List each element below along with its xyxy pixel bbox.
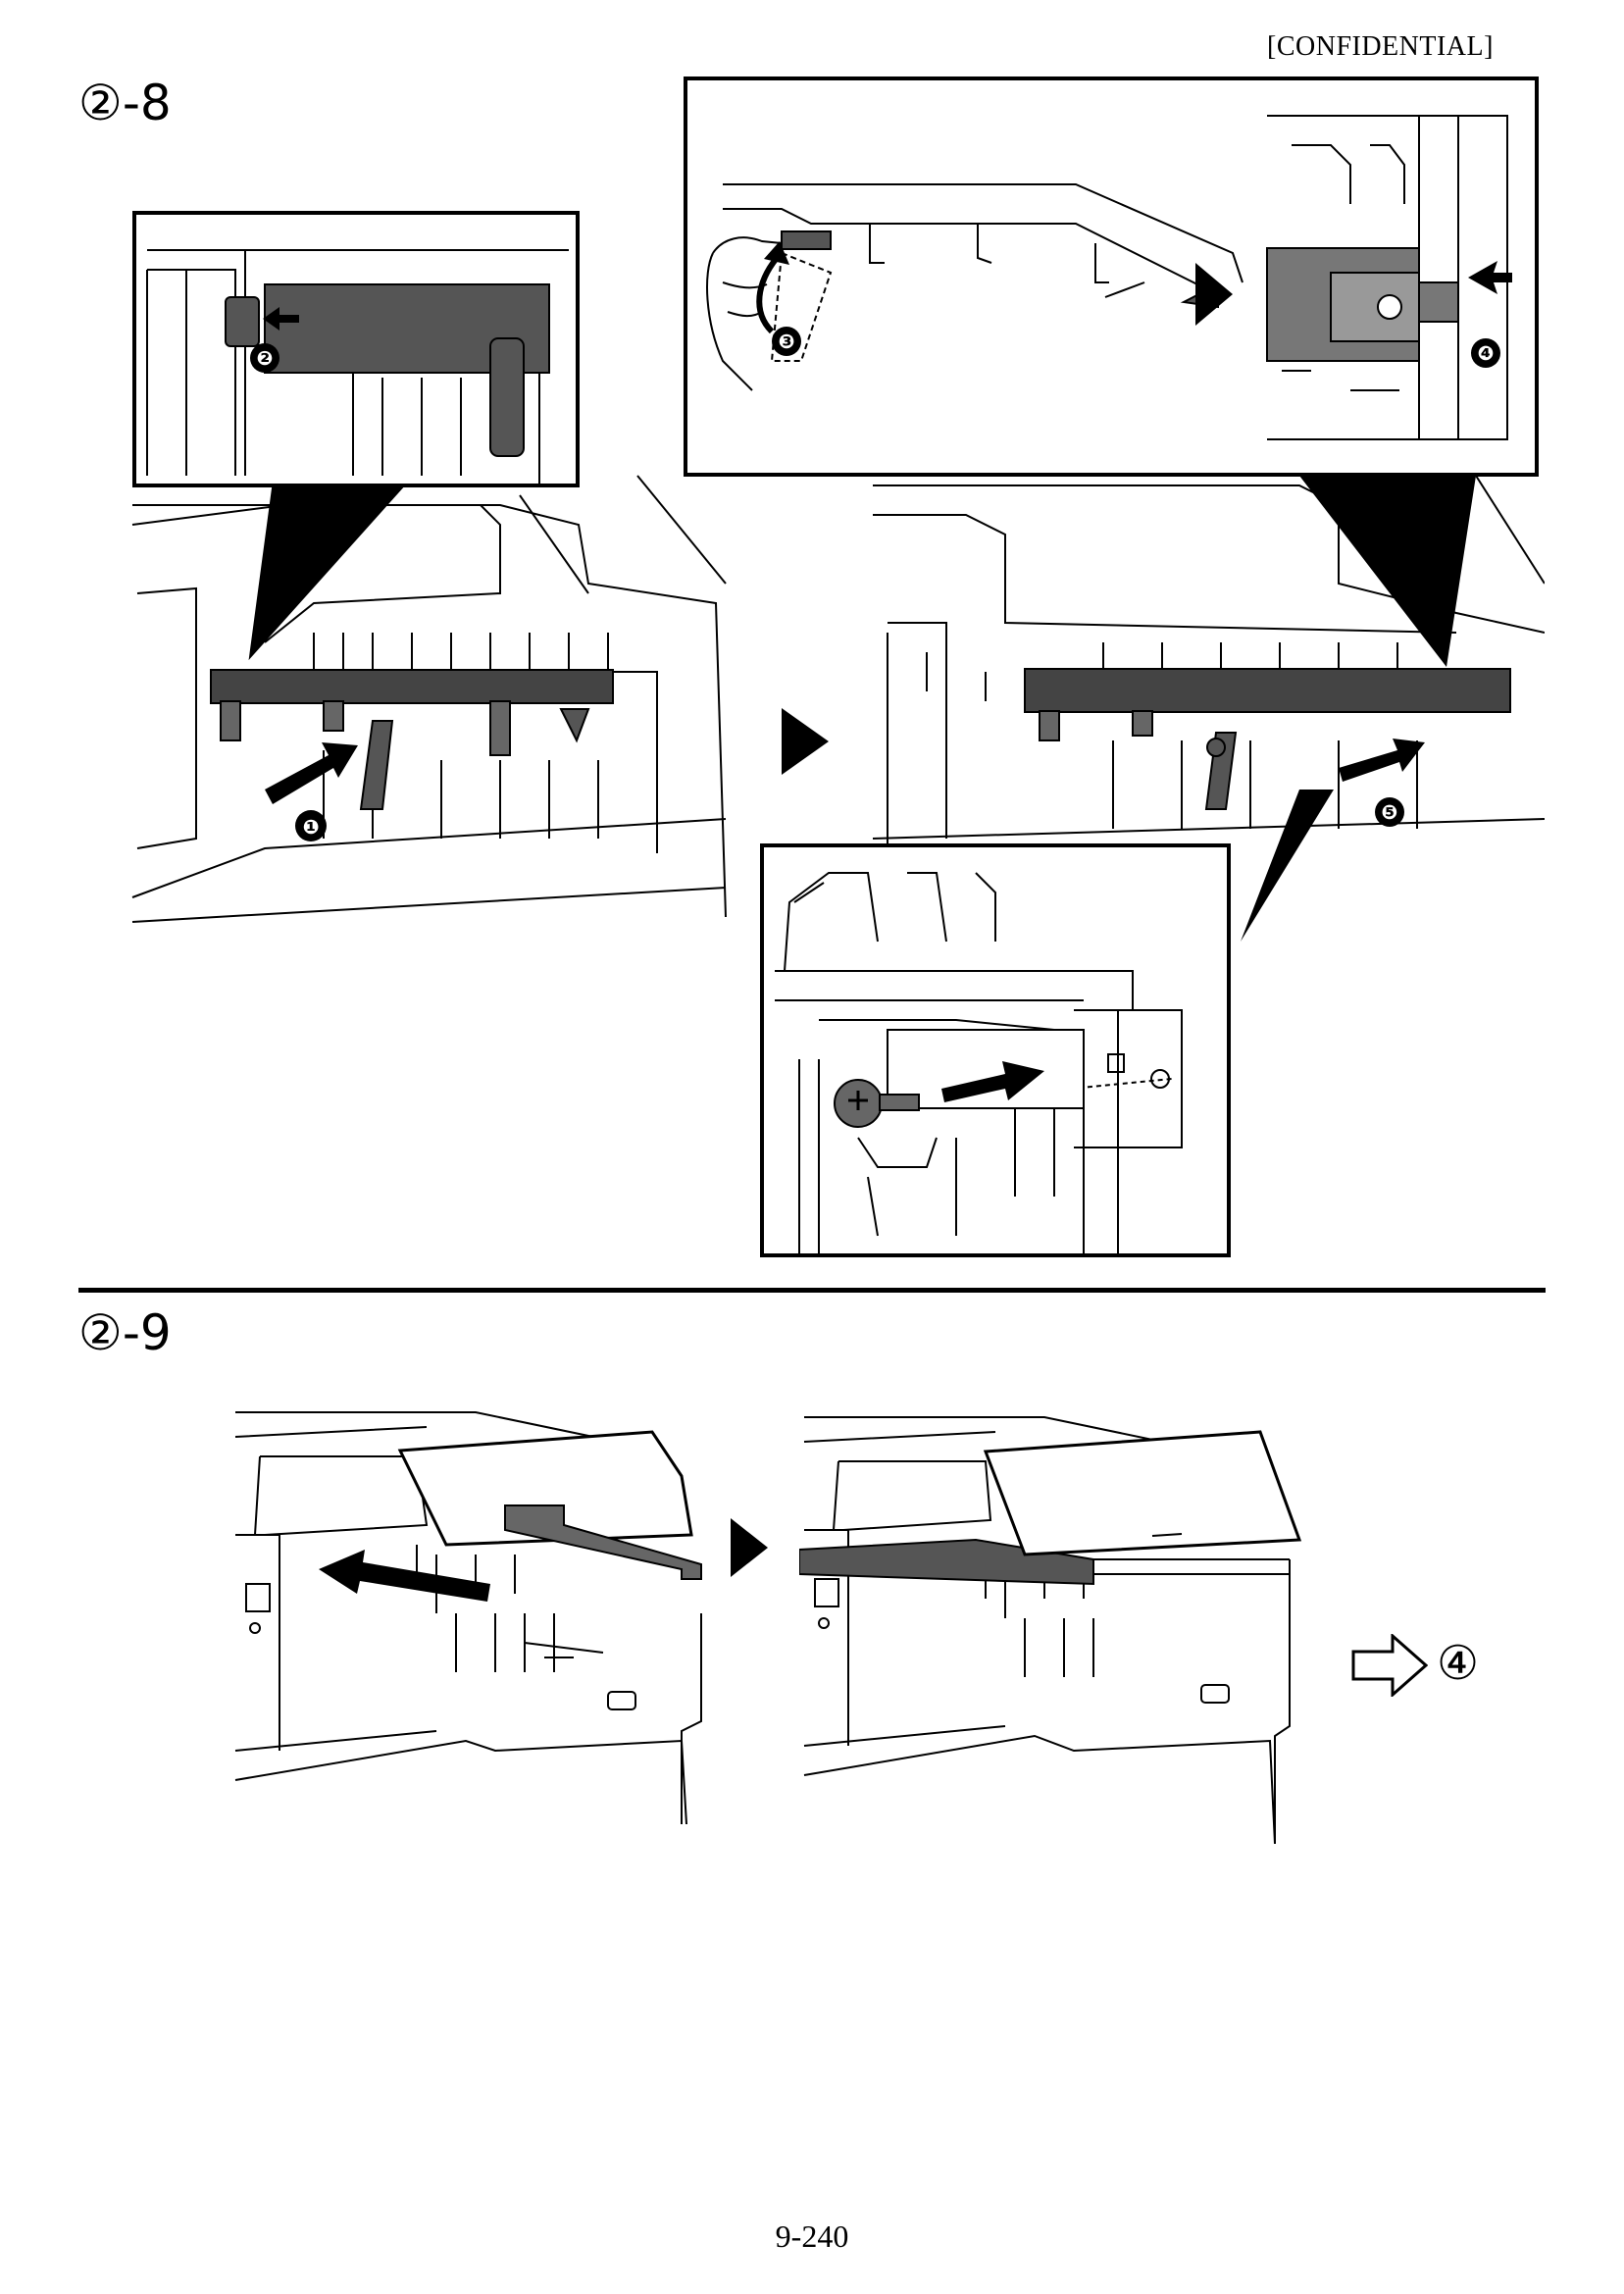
section-divider bbox=[78, 1288, 1546, 1293]
illustration-step-9-right bbox=[799, 1412, 1304, 1844]
illustration-step-8-right: ❺ bbox=[868, 476, 1545, 1260]
callout-5: ❺ bbox=[1382, 800, 1398, 824]
illustration-step-9-left bbox=[230, 1407, 726, 1824]
confidential-header: [CONFIDENTIAL] bbox=[1267, 31, 1494, 62]
callout-3: ❸ bbox=[779, 330, 795, 353]
next-step-label: ④ bbox=[1437, 1636, 1480, 1691]
callout-4: ❹ bbox=[1478, 341, 1495, 365]
next-step-arrow-icon bbox=[1351, 1634, 1428, 1697]
step-label-2-9: ②-9 bbox=[78, 1304, 172, 1361]
next-arrow-icon-2 bbox=[731, 1518, 768, 1577]
callout-2: ❷ bbox=[257, 346, 274, 370]
next-arrow-icon bbox=[782, 708, 829, 775]
callout-1: ❶ bbox=[303, 815, 320, 839]
page-number: 9-240 bbox=[775, 2218, 849, 2254]
illustration-step-8-left: ❷ ❶ bbox=[127, 211, 736, 927]
step-label-2-8: ②-8 bbox=[78, 75, 172, 131]
illustration-step-8-top-inset: ❸ ❹ bbox=[684, 76, 1539, 477]
illustration-step-8-screw-inset bbox=[760, 843, 1231, 1257]
